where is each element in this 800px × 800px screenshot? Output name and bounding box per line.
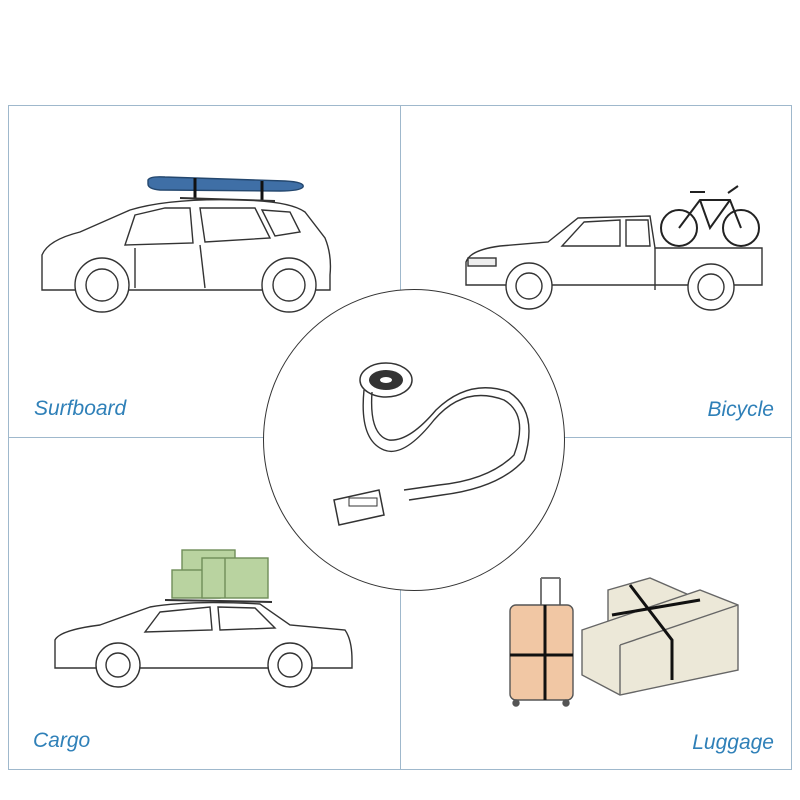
label-surfboard: Surfboard [34,397,127,420]
surfboard-icon [147,176,304,192]
suv-icon [41,176,332,313]
strap-circle [263,289,565,591]
pickup-truck-icon [465,215,763,311]
sedan-icon [54,549,353,688]
bicycle-icon [660,185,760,247]
label-cargo: Cargo [33,729,91,752]
label-luggage: Luggage [692,731,774,754]
strap-icon [333,362,530,526]
cargo-box-icon [201,557,269,599]
parcel-icon [581,577,739,696]
suitcase-icon [509,577,574,707]
label-bicycle: Bicycle [707,398,774,421]
